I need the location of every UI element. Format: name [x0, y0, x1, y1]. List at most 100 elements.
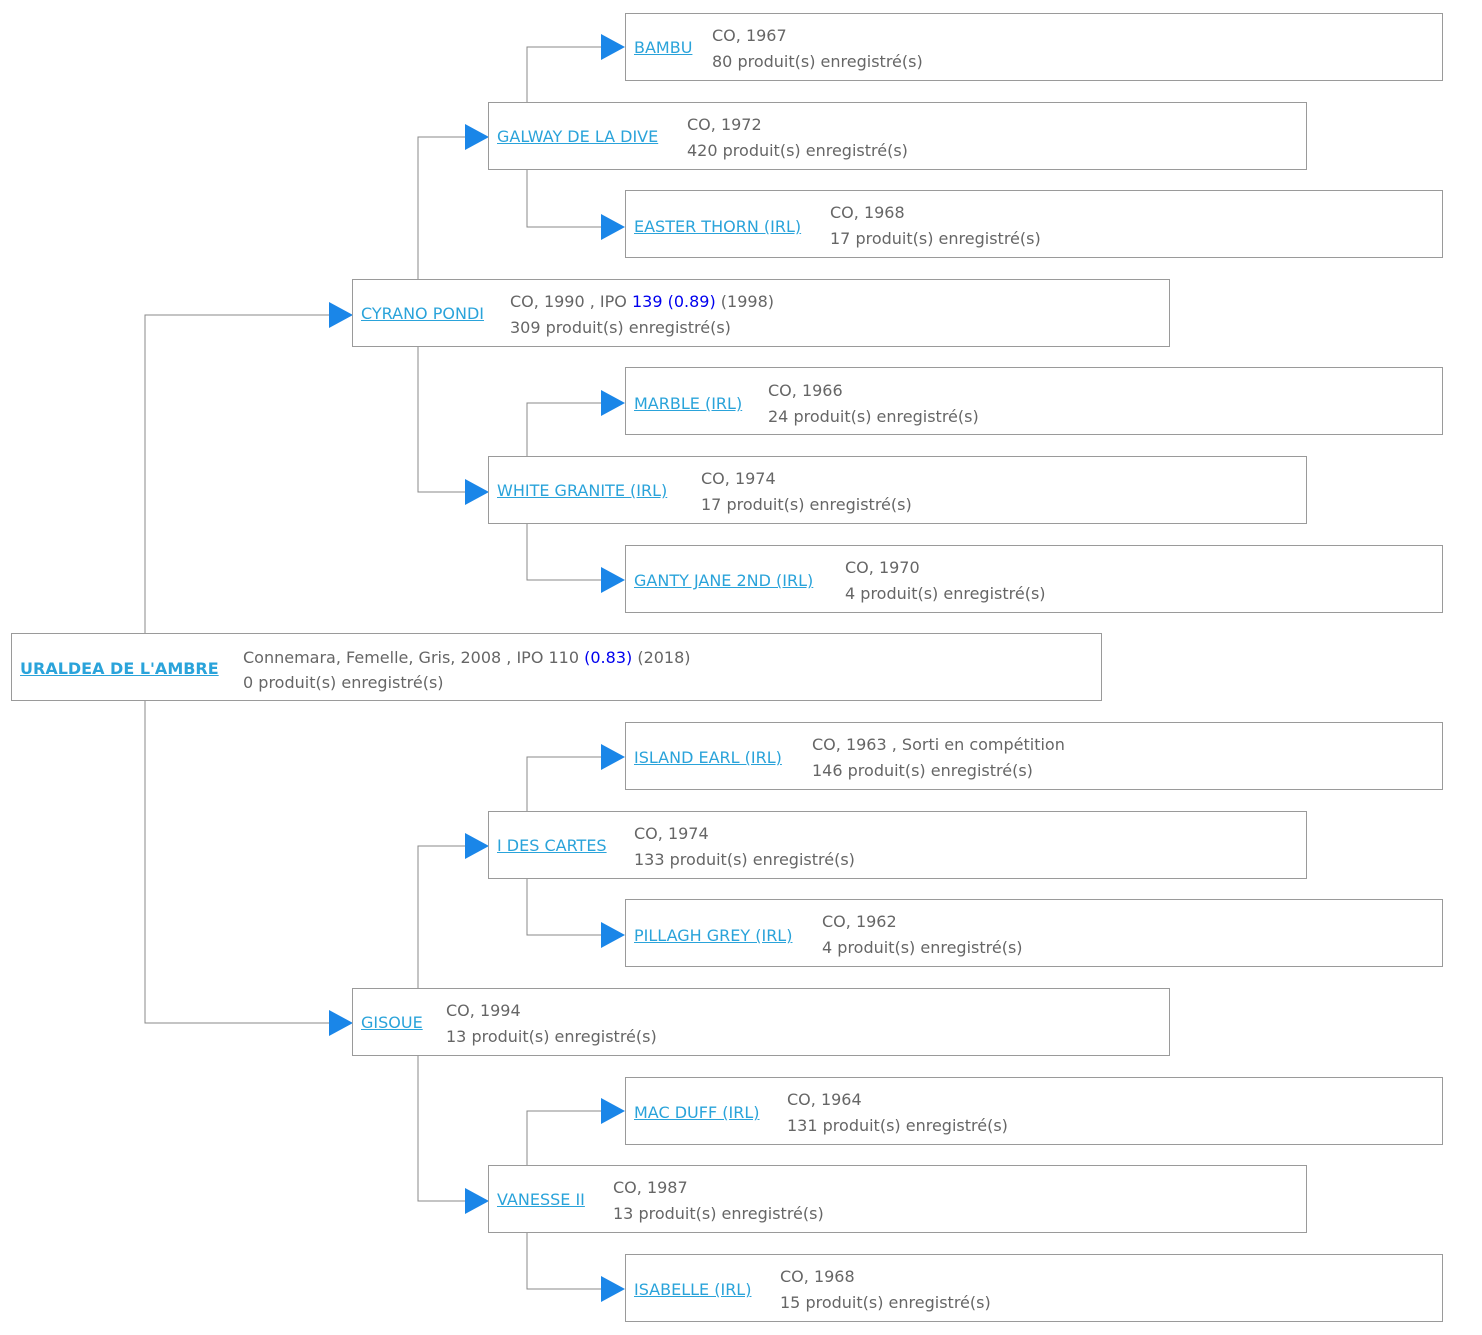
horse-link-sire-dam-sire[interactable]: MARBLE (IRL)	[634, 394, 743, 413]
arrow-icon	[465, 1188, 489, 1214]
horse-link-dam-dam-sire[interactable]: MAC DUFF (IRL)	[634, 1103, 760, 1122]
horse-info: CO, 1964 131 produit(s) enregistré(s)	[787, 1087, 1008, 1139]
arrow-icon	[465, 833, 489, 859]
horse-details-end: (1998)	[715, 292, 774, 311]
arrow-icon	[601, 744, 625, 770]
products-count: 309	[510, 318, 541, 337]
horse-link-sire-sire-dam[interactable]: EASTER THORN (IRL)	[634, 217, 802, 236]
products-label: produit(s) enregistré(s)	[726, 495, 912, 514]
products-label: produit(s) enregistré(s)	[722, 141, 908, 160]
horse-link-sire-sire-sire[interactable]: BAMBU	[634, 38, 693, 57]
products-count: 133	[634, 850, 665, 869]
horse-info: Connemara, Femelle, Gris, 2008 , IPO 110…	[243, 645, 691, 695]
products-count: 17	[830, 229, 851, 248]
products-label: produit(s) enregistré(s)	[855, 229, 1041, 248]
horse-info: CO, 1962 4 produit(s) enregistré(s)	[822, 909, 1023, 961]
horse-details: CO, 1968	[830, 203, 905, 222]
horse-details: CO, 1990 , IPO	[510, 292, 632, 311]
horse-link-dam-sire-dam[interactable]: PILLAGH GREY (IRL)	[634, 926, 793, 945]
pedigree-node-dam-sire-sire: ISLAND EARL (IRL) CO, 1963 , Sorti en co…	[625, 722, 1443, 790]
pedigree-node-sire-dam: WHITE GRANITE (IRL) CO, 1974 17 produit(…	[488, 456, 1307, 524]
pedigree-node-dam-dam-sire: MAC DUFF (IRL) CO, 1964 131 produit(s) e…	[625, 1077, 1443, 1145]
horse-info: CO, 1994 13 produit(s) enregistré(s)	[446, 998, 657, 1050]
arrow-icon	[465, 124, 489, 150]
pedigree-node-dam: GISOUE CO, 1994 13 produit(s) enregistré…	[352, 988, 1170, 1056]
products-count: 420	[687, 141, 718, 160]
pedigree-node-root: URALDEA DE L'AMBRE Connemara, Femelle, G…	[11, 633, 1102, 701]
horse-link-dam-sire[interactable]: I DES CARTES	[497, 836, 607, 855]
horse-link-dam-dam[interactable]: VANESSE II	[497, 1190, 585, 1209]
pedigree-node-dam-dam-dam: ISABELLE (IRL) CO, 1968 15 produit(s) en…	[625, 1254, 1443, 1322]
horse-details: CO, 1987	[613, 1178, 688, 1197]
products-label: produit(s) enregistré(s)	[258, 673, 444, 692]
products-count: 4	[822, 938, 833, 957]
horse-link-sire[interactable]: CYRANO PONDI	[361, 304, 484, 323]
products-label: produit(s) enregistré(s)	[793, 407, 979, 426]
arrow-icon	[465, 479, 489, 505]
products-count: 13	[446, 1027, 467, 1046]
products-count: 24	[768, 407, 789, 426]
horse-details: CO, 1963 , Sorti en compétition	[812, 735, 1065, 754]
horse-info: CO, 1970 4 produit(s) enregistré(s)	[845, 555, 1046, 607]
horse-info: CO, 1987 13 produit(s) enregistré(s)	[613, 1175, 824, 1227]
horse-link-sire-sire[interactable]: GALWAY DE LA DIVE	[497, 127, 659, 146]
products-label: produit(s) enregistré(s)	[860, 584, 1046, 603]
pedigree-node-sire-dam-sire: MARBLE (IRL) CO, 1966 24 produit(s) enre…	[625, 367, 1443, 435]
horse-details: CO, 1974	[701, 469, 776, 488]
horse-details: CO, 1994	[446, 1001, 521, 1020]
products-label: produit(s) enregistré(s)	[545, 318, 731, 337]
horse-link-root[interactable]: URALDEA DE L'AMBRE	[20, 659, 219, 678]
arrow-icon	[329, 302, 353, 328]
horse-info: CO, 1974 133 produit(s) enregistré(s)	[634, 821, 855, 873]
horse-info: CO, 1972 420 produit(s) enregistré(s)	[687, 112, 908, 164]
ipo-index: (0.83)	[584, 648, 633, 667]
horse-link-dam-sire-sire[interactable]: ISLAND EARL (IRL)	[634, 748, 782, 767]
products-count: 0	[243, 673, 254, 692]
products-label: produit(s) enregistré(s)	[638, 1204, 824, 1223]
horse-details: Connemara, Femelle, Gris, 2008 , IPO 110	[243, 648, 585, 667]
products-label: produit(s) enregistré(s)	[669, 850, 855, 869]
pedigree-node-sire-sire-dam: EASTER THORN (IRL) CO, 1968 17 produit(s…	[625, 190, 1443, 258]
horse-link-sire-dam-dam[interactable]: GANTY JANE 2ND (IRL)	[634, 571, 814, 590]
horse-details-end: (2018)	[632, 648, 691, 667]
arrow-icon	[601, 1098, 625, 1124]
horse-details: CO, 1964	[787, 1090, 862, 1109]
horse-info: CO, 1967 80 produit(s) enregistré(s)	[712, 23, 923, 75]
products-label: produit(s) enregistré(s)	[837, 938, 1023, 957]
horse-info: CO, 1974 17 produit(s) enregistré(s)	[701, 466, 912, 518]
horse-info: CO, 1990 , IPO 139 (0.89) (1998) 309 pro…	[510, 289, 774, 341]
products-count: 4	[845, 584, 856, 603]
products-count: 131	[787, 1116, 818, 1135]
horse-details: CO, 1962	[822, 912, 897, 931]
products-count: 17	[701, 495, 722, 514]
horse-details: CO, 1968	[780, 1267, 855, 1286]
horse-info: CO, 1968 17 produit(s) enregistré(s)	[830, 200, 1041, 252]
horse-details: CO, 1970	[845, 558, 920, 577]
arrow-icon	[601, 34, 625, 60]
products-label: produit(s) enregistré(s)	[471, 1027, 657, 1046]
pedigree-node-sire: CYRANO PONDI CO, 1990 , IPO 139 (0.89) (…	[352, 279, 1170, 347]
products-count: 80	[712, 52, 733, 71]
arrow-icon	[601, 922, 625, 948]
products-label: produit(s) enregistré(s)	[847, 761, 1033, 780]
horse-link-dam-dam-dam[interactable]: ISABELLE (IRL)	[634, 1280, 752, 1299]
horse-details: CO, 1972	[687, 115, 762, 134]
horse-link-sire-dam[interactable]: WHITE GRANITE (IRL)	[497, 481, 668, 500]
products-count: 15	[780, 1293, 801, 1312]
horse-details: CO, 1974	[634, 824, 709, 843]
arrow-icon	[601, 1276, 625, 1302]
pedigree-node-dam-sire: I DES CARTES CO, 1974 133 produit(s) enr…	[488, 811, 1307, 879]
horse-info: CO, 1963 , Sorti en compétition 146 prod…	[812, 732, 1065, 784]
arrow-icon	[601, 214, 625, 240]
pedigree-node-dam-sire-dam: PILLAGH GREY (IRL) CO, 1962 4 produit(s)…	[625, 899, 1443, 967]
horse-link-dam[interactable]: GISOUE	[361, 1013, 423, 1032]
pedigree-node-dam-dam: VANESSE II CO, 1987 13 produit(s) enregi…	[488, 1165, 1307, 1233]
horse-info: CO, 1966 24 produit(s) enregistré(s)	[768, 378, 979, 430]
products-label: produit(s) enregistré(s)	[737, 52, 923, 71]
horse-info: CO, 1968 15 produit(s) enregistré(s)	[780, 1264, 991, 1316]
products-label: produit(s) enregistré(s)	[805, 1293, 991, 1312]
products-count: 146	[812, 761, 843, 780]
pedigree-node-sire-dam-dam: GANTY JANE 2ND (IRL) CO, 1970 4 produit(…	[625, 545, 1443, 613]
products-count: 13	[613, 1204, 634, 1223]
